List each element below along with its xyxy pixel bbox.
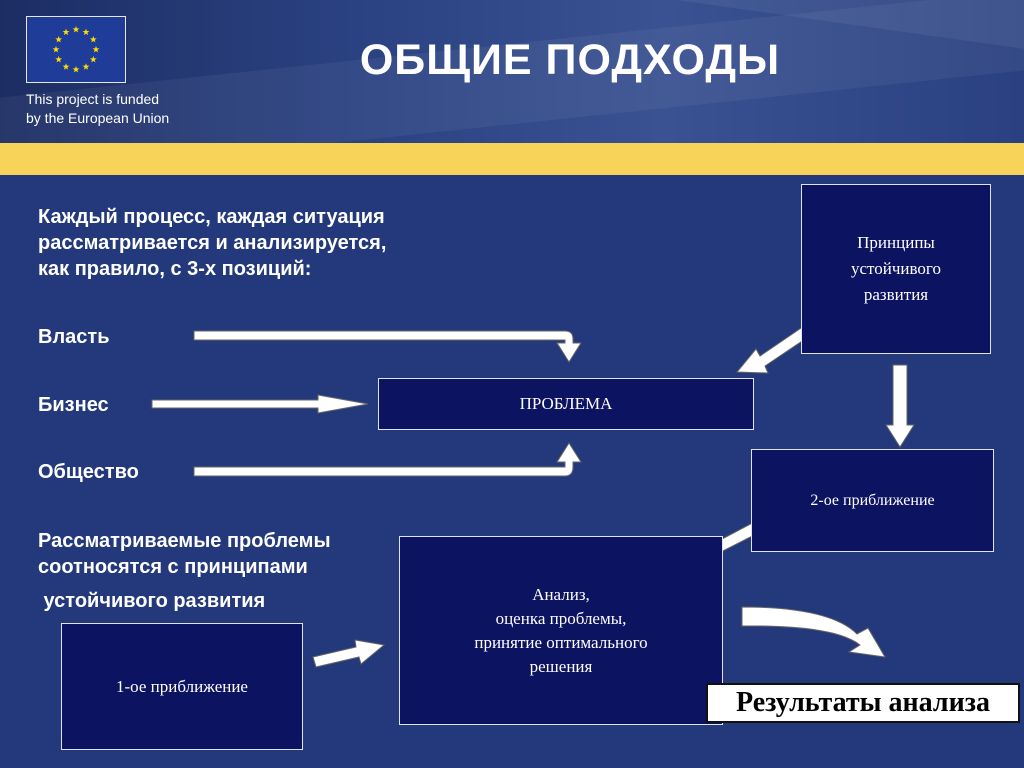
note-line-3: устойчивого развития — [38, 590, 266, 612]
analysis-line-2: оценка проблемы, — [495, 608, 627, 628]
principles-line-2: устойчивого — [851, 259, 941, 278]
arrow-society-to-problem — [193, 442, 582, 477]
flag-star-icon — [89, 55, 97, 63]
arrow-principles-to-approx2 — [885, 364, 915, 448]
flag-star-icon — [82, 63, 90, 70]
note-line-2: соотносятся с принципами — [38, 556, 308, 578]
note-text: Рассматриваемые проблемы соотносятся с п… — [38, 528, 331, 614]
header-banner — [0, 0, 1024, 143]
approx-1-label: 1-ое приближение — [116, 676, 248, 696]
funding-line-1: This project is funded — [26, 91, 160, 107]
analysis-line-1: Анализ, — [532, 584, 590, 604]
arrow-business-to-problem — [151, 394, 369, 414]
problem-label: ПРОБЛЕМА — [519, 394, 613, 413]
results-box: Результаты анализа — [706, 683, 1020, 723]
principles-node: Принципы устойчивого развития — [801, 184, 991, 354]
flag-star-icon — [52, 45, 60, 53]
position-business: Бизнес — [38, 394, 109, 416]
analysis-line-4: решения — [529, 656, 593, 676]
position-power: Власть — [38, 326, 110, 348]
accent-band — [0, 143, 1024, 175]
analysis-node: Анализ, оценка проблемы, принятие оптима… — [399, 536, 723, 725]
flag-star-icon — [62, 63, 70, 70]
intro-text: Каждый процесс, каждая ситуация рассматр… — [38, 204, 386, 282]
approx-2-node: 2-ое приближение — [751, 449, 994, 552]
flag-star-icon — [72, 25, 80, 33]
principles-line-1: Принципы — [857, 233, 935, 252]
position-society: Общество — [38, 461, 139, 483]
arrow-power-to-problem — [193, 330, 582, 363]
note-line-1: Рассматриваемые проблемы — [38, 530, 331, 552]
flag-star-icon — [62, 28, 70, 36]
approx-2-label: 2-ое приближение — [810, 491, 935, 509]
flag-star-icon — [55, 35, 63, 43]
principles-line-3: развития — [863, 285, 929, 304]
flag-star-icon — [89, 35, 97, 43]
flag-star-icon — [72, 65, 80, 73]
arrow-analysis-to-results — [741, 606, 886, 658]
flag-star-icon — [82, 28, 90, 36]
problem-node: ПРОБЛЕМА — [378, 378, 754, 430]
funding-line-2: by the European Union — [26, 110, 170, 126]
intro-line-2: рассматривается и анализируется, — [38, 232, 387, 254]
flag-star-icon — [55, 55, 63, 63]
analysis-line-3: принятие оптимального — [474, 632, 648, 652]
page-title: ОБЩИЕ ПОДХОДЫ — [359, 36, 781, 84]
approx-1-node: 1-ое приближение — [61, 623, 303, 750]
flag-star-icon — [92, 45, 100, 53]
funding-note: This project is funded by the European U… — [26, 90, 169, 128]
results-label: Результаты анализа — [735, 687, 991, 718]
intro-line-1: Каждый процесс, каждая ситуация — [38, 206, 385, 228]
intro-line-3: как правило, с 3-х позиций: — [38, 258, 312, 280]
arrow-approx1-to-analysis — [312, 639, 386, 668]
eu-flag-icon — [26, 16, 126, 83]
